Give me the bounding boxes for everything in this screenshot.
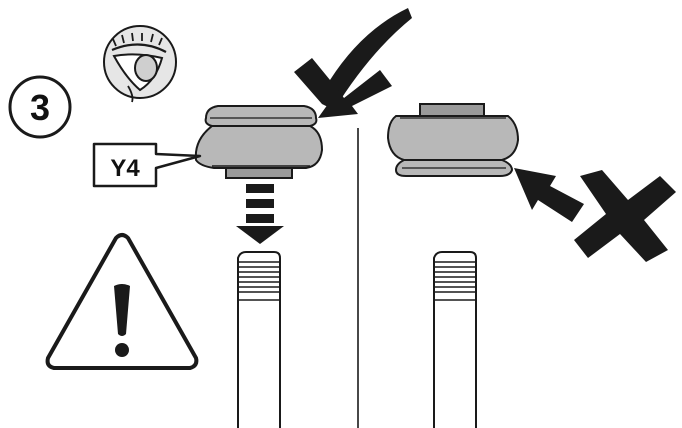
part-correct-orientation <box>194 105 324 179</box>
pointer-arrow-incorrect <box>514 168 584 222</box>
warning-triangle-icon <box>45 233 199 370</box>
checkmark-icon <box>294 8 412 110</box>
step-number: 3 <box>30 87 50 128</box>
step-number-badge: 3 <box>8 75 72 139</box>
cross-icon <box>574 170 676 262</box>
pointer-arrow-correct <box>318 70 392 118</box>
part-label: Y4 <box>110 155 140 182</box>
part-incorrect-orientation <box>386 103 520 177</box>
eye-icon <box>103 25 177 103</box>
threaded-shaft-left <box>237 251 281 428</box>
threaded-shaft-right <box>433 251 477 428</box>
part-label-callout: Y4 <box>92 142 202 188</box>
down-arrow-icon <box>236 184 284 244</box>
